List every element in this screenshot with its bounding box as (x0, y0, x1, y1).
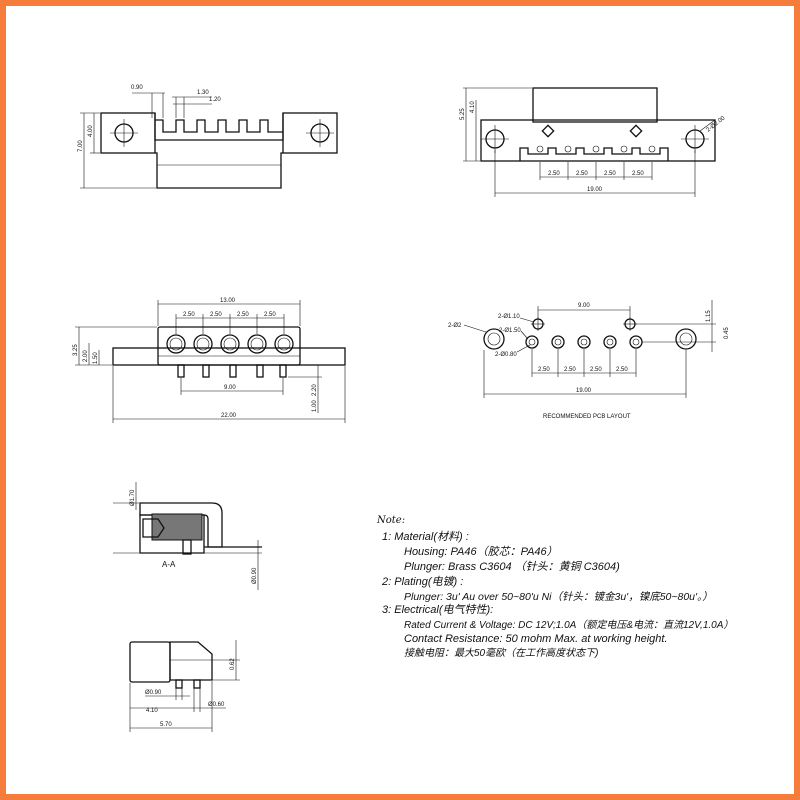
dim-pitch-1: 2.50 (548, 171, 560, 177)
bottom-dim-0.62: 0.62 (230, 658, 236, 670)
pcb-dia-0.80: 2-Ø0.80 (495, 352, 517, 358)
dim-5.25: 5.25 (460, 108, 466, 120)
bottom-dim-4.10: 4.10 (146, 708, 158, 714)
dim-side-pitch-2: 2.50 (210, 312, 222, 318)
dim-3.25: 3.25 (73, 344, 79, 356)
dim-height-7: 7.00 (78, 140, 84, 152)
dim-side-pitch-4: 2.50 (264, 312, 276, 318)
pcb-width-19: 19.00 (576, 388, 592, 394)
dim-side-pitch-3: 2.50 (237, 312, 249, 318)
dim-2.00: 2.00 (83, 350, 89, 362)
front-view: 2-Ø2.00 5.25 4.10 2.50 2.50 2.50 2.50 19… (460, 87, 727, 197)
dim-pitch-3: 2.50 (604, 171, 616, 177)
dim-width-19: 19.00 (587, 187, 603, 193)
bottom-dim-0.60: Ø0.60 (208, 702, 225, 708)
pcb-dia-1.10: 2-Ø1.10 (498, 314, 520, 320)
note-line-4: 2: Plating(电镀) : (381, 575, 463, 588)
note-line-7: Rated Current & Voltage: DC 12V;1.0A（额定电… (404, 619, 733, 631)
top-view: 7.00 4.00 0.90 1.30 1.20 (78, 85, 338, 189)
side-view: 13.00 2.50 2.50 2.50 2.50 3.25 2.00 1.50… (73, 298, 346, 423)
dim-4.10: 4.10 (470, 101, 476, 113)
note-line-8: Contact Resistance: 50 mohm Max. at work… (404, 633, 668, 645)
note-line-1: 1: Material(材料) : (382, 530, 469, 543)
note-line-6: 3: Electrical(电气特性): (382, 603, 493, 616)
contact-slots (155, 119, 283, 133)
note-line-5: Plunger: 3u' Au over 50~80'u Ni（针头：镀金3u'… (404, 591, 713, 603)
bottom-dim-0.90: Ø0.90 (145, 690, 162, 696)
housing-top (154, 113, 284, 141)
dim-0.90: 0.90 (131, 85, 143, 91)
dim-1.30: 1.30 (197, 90, 209, 96)
dim-13: 13.00 (220, 298, 236, 304)
pcb-dia-1.50: 2-Ø1.50 (499, 328, 521, 334)
housing-rear (532, 87, 658, 123)
pcb-dia-2: 2-Ø2 (448, 323, 462, 329)
housing-front (480, 119, 716, 162)
flange-plate (112, 347, 346, 366)
note-line-3: Plunger: Brass C3604 （针头：黄铜 C3604) (404, 560, 620, 573)
pcb-pitch-3: 2.50 (590, 367, 602, 373)
contact-row-housing (157, 326, 301, 366)
note-line-9: 接触电阻：最大50毫欧（在工作高度状态下) (404, 647, 598, 659)
dim-pin-span-9: 9.00 (224, 385, 236, 391)
pcb-pitch-2: 2.50 (564, 367, 576, 373)
note-title: Note: (376, 515, 405, 526)
section-dim-1.70: Ø1.70 (130, 489, 136, 506)
notes-block: Note: 1: Material(材料) : Housing: PA46（胶芯… (376, 515, 733, 659)
note-line-2: Housing: PA46（胶芯：PA46） (404, 545, 558, 558)
pcb-caption: RECOMMENDED PCB LAYOUT (543, 414, 631, 420)
dim-1.20: 1.20 (209, 97, 221, 103)
pcb-pitch-1: 2.50 (538, 367, 550, 373)
pcb-dim-1.15: 1.15 (706, 310, 712, 322)
dim-pin-1.00: 1.00 (312, 400, 318, 412)
section-a-a: Ø1.70 Ø0.90 A-A (113, 482, 262, 590)
dim-height-4: 4.00 (88, 125, 94, 137)
pcb-pitch-4: 2.50 (616, 367, 628, 373)
pcb-dim-0.45: 0.45 (724, 327, 730, 339)
dim-1.50: 1.50 (93, 352, 99, 364)
section-label: A-A (162, 560, 176, 569)
bottom-view: 0.62 Ø0.90 4.10 Ø0.60 5.70 (129, 640, 240, 732)
bottom-dim-5.70: 5.70 (160, 722, 172, 728)
dim-pitch-2: 2.50 (576, 171, 588, 177)
section-dim-0.90: Ø0.90 (252, 567, 258, 584)
housing-body (155, 152, 283, 189)
dim-pitch-4: 2.50 (632, 171, 644, 177)
pcb-span-9: 9.00 (578, 303, 590, 309)
dim-side-pitch-1: 2.50 (183, 312, 195, 318)
dim-pin-2.20: 2.20 (312, 384, 318, 396)
dim-width-22: 22.00 (221, 413, 237, 419)
pcb-layout: 9.00 2-Ø1.10 2-Ø1.50 2-Ø0.80 2-Ø2 1.15 0… (448, 300, 730, 420)
